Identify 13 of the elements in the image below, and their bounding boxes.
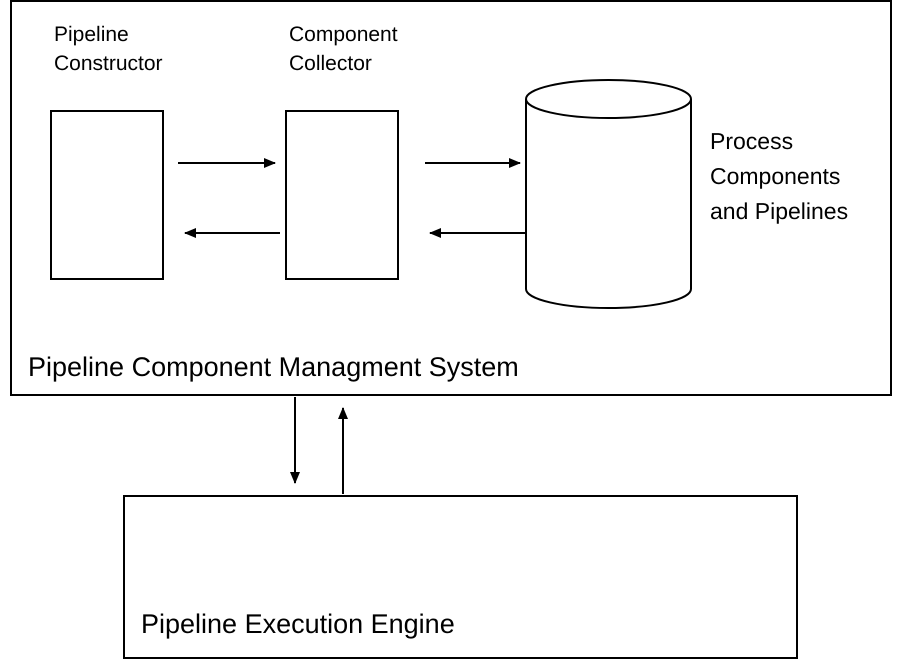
arrow [429, 228, 525, 238]
arrow [178, 158, 276, 168]
arrow [425, 158, 521, 168]
arrow [184, 228, 280, 238]
box-label: Component Collector [289, 22, 399, 77]
system-box [123, 495, 798, 659]
system-box [10, 0, 892, 396]
arrow [290, 397, 300, 484]
cylinder-caption: Process Components and Pipelines [710, 127, 850, 226]
box-title: Pipeline Component Managment System [28, 352, 519, 383]
arrow [338, 407, 348, 494]
box-label: Pipeline Constructor [54, 22, 164, 77]
box-title: Pipeline Execution Engine [141, 609, 455, 640]
